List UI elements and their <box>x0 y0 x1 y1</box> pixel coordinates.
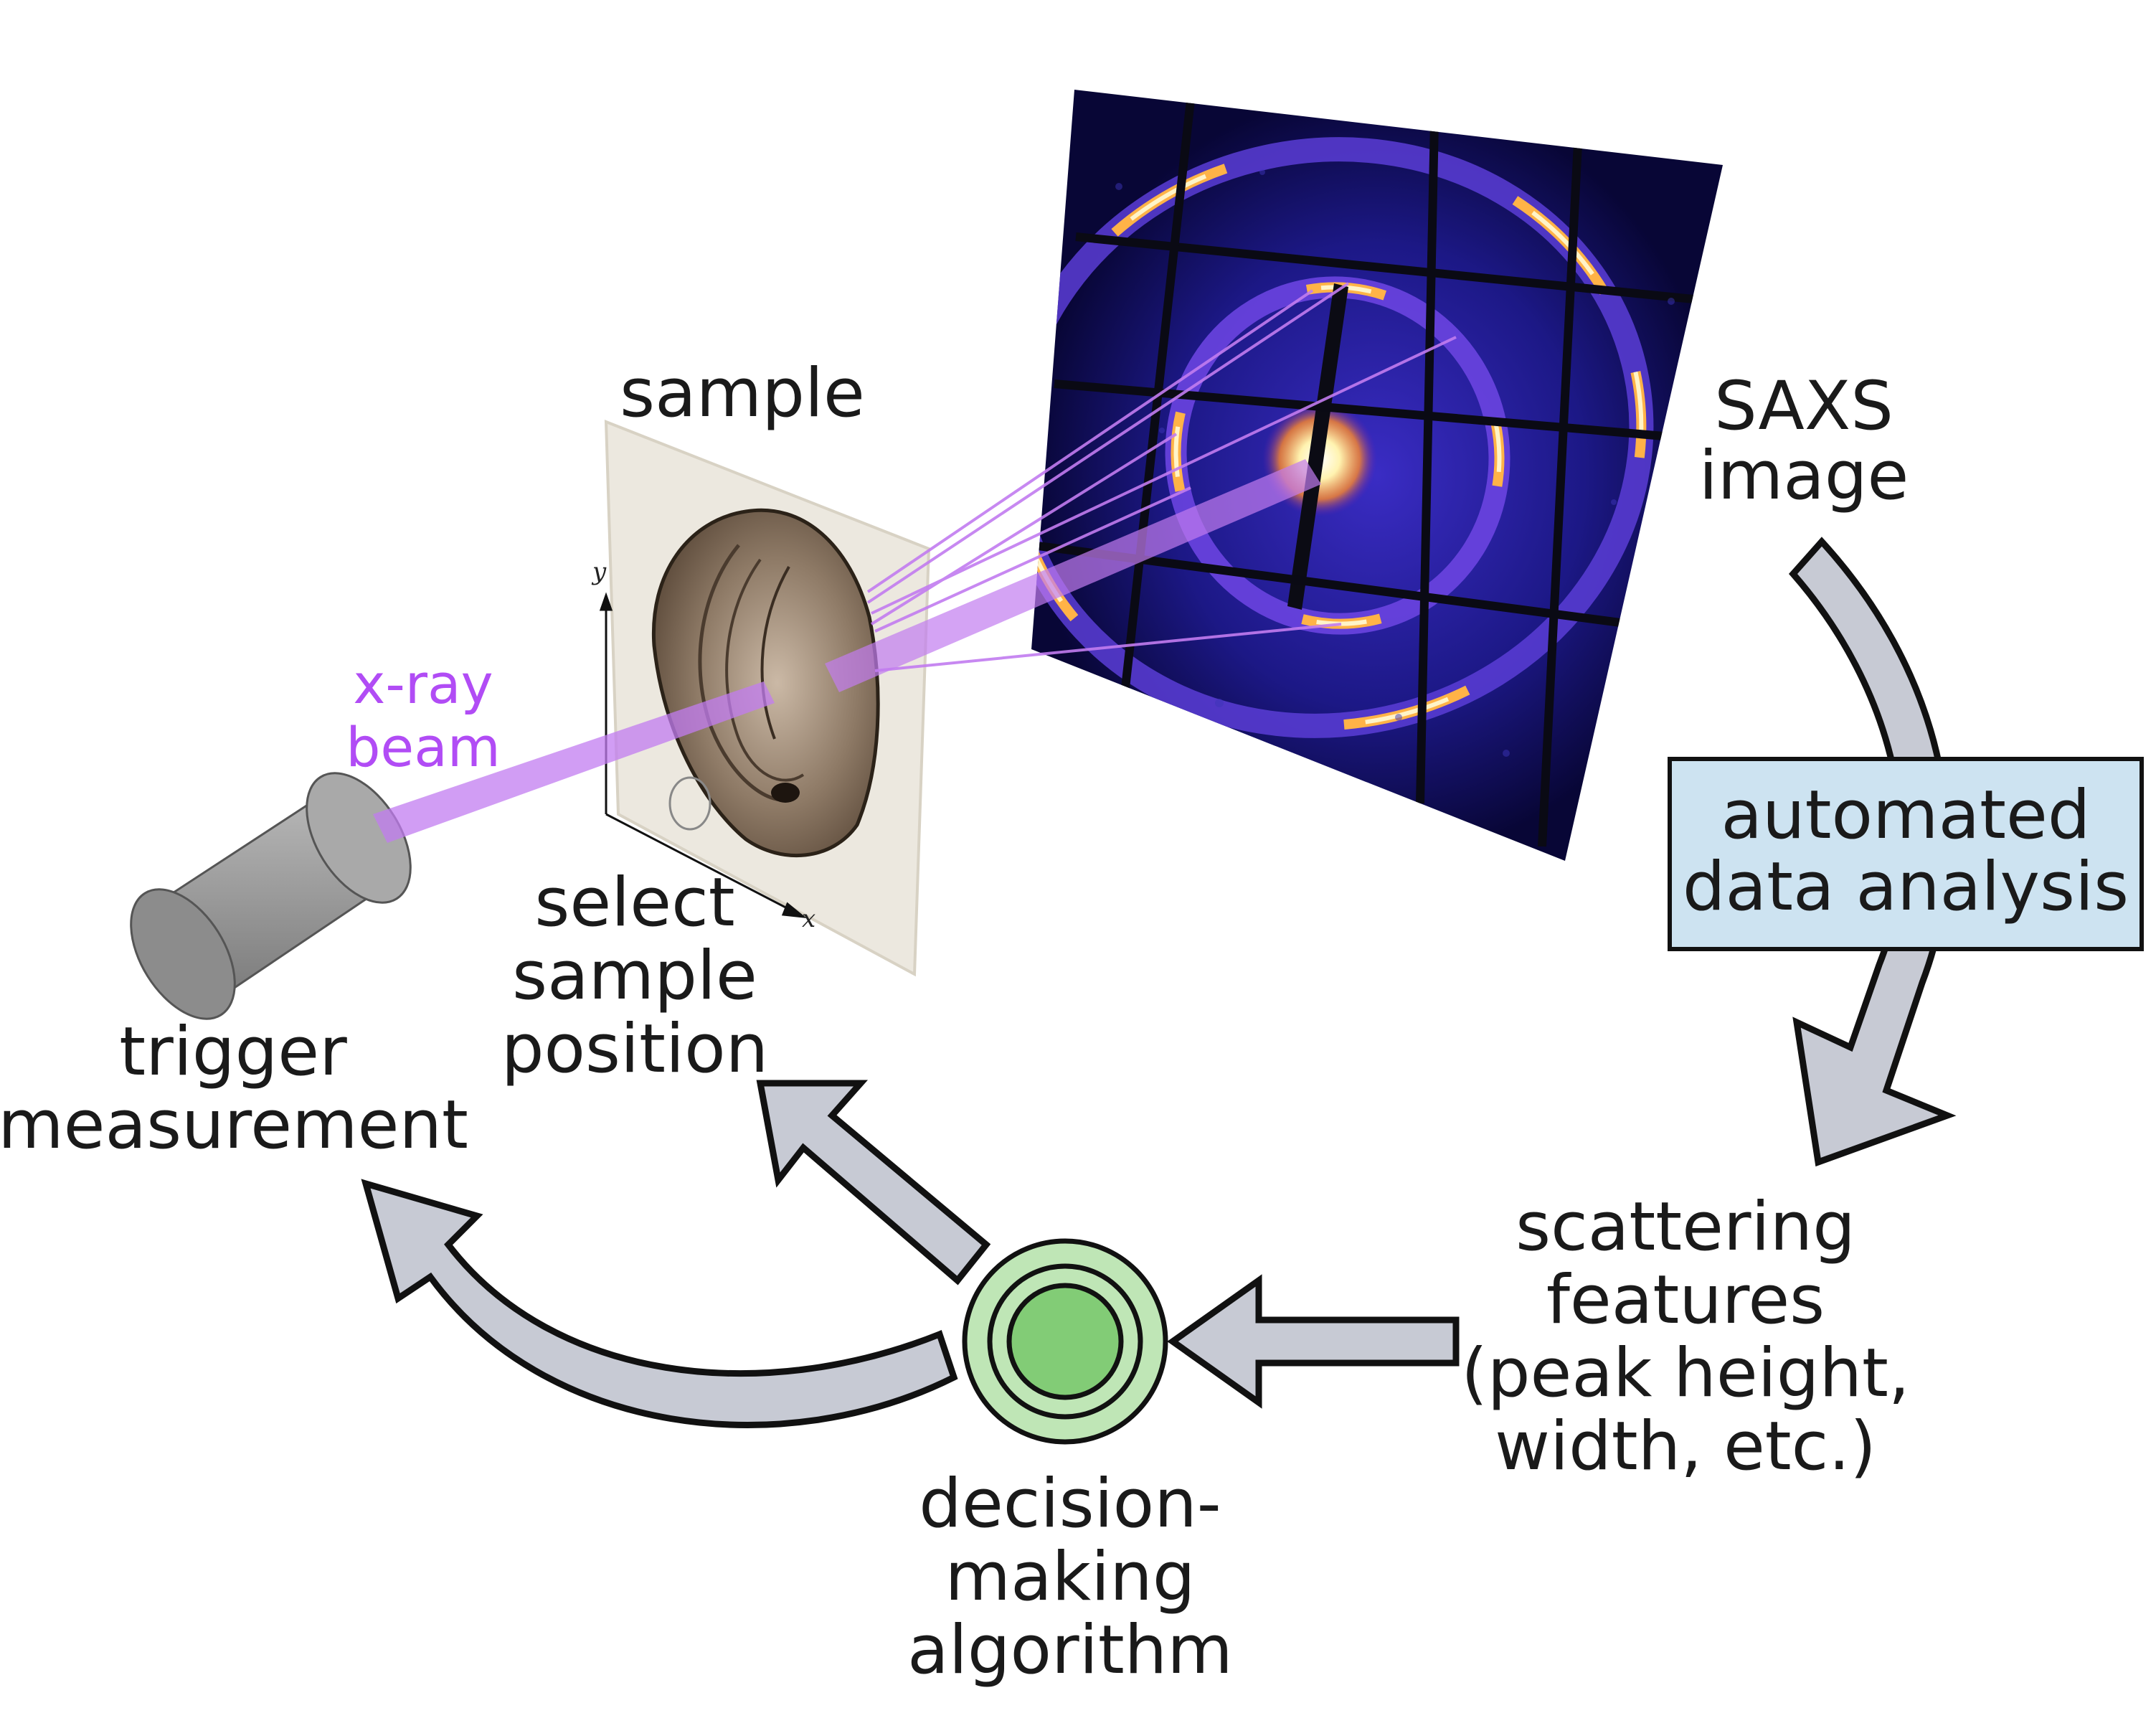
sample-axes <box>599 592 807 919</box>
detector-module-gaps <box>1032 100 1723 847</box>
trigger-label-line2: measurement <box>0 1086 468 1164</box>
trigger-label-line1: trigger <box>119 1013 347 1091</box>
axis-y-label: y <box>591 557 607 586</box>
xray-source <box>130 772 412 1020</box>
features-label-line1: scattering <box>1516 1188 1855 1266</box>
arrow-saxs-to-features <box>1789 537 1957 1167</box>
select-label-line2: sample <box>512 937 757 1015</box>
arrow-decision-to-select <box>756 1080 991 1286</box>
analysis-label-line1: automated <box>1721 776 2090 854</box>
saxs-label-line1: SAXS <box>1714 367 1893 445</box>
beamstop <box>1287 283 1348 610</box>
sample-blank-spot <box>668 776 711 831</box>
features-label-line2: features <box>1546 1261 1825 1339</box>
analysis-label-line2: data analysis <box>1683 848 2129 926</box>
decision-node <box>962 1238 1168 1445</box>
xray-beam <box>373 459 1321 843</box>
decision-label-line1: decision- <box>919 1465 1221 1543</box>
axis-x-label: x <box>802 905 815 933</box>
arrow-features-to-decision <box>1167 1274 1460 1409</box>
features-label-line3: (peak height, <box>1461 1334 1910 1412</box>
select-label-line3: position <box>501 1010 768 1088</box>
select-label-line1: select <box>534 864 734 942</box>
decision-label-line3: algorithm <box>907 1611 1233 1689</box>
beam-label-line2: beam <box>346 715 501 779</box>
automated-analysis-box: automated data analysis <box>1668 757 2144 951</box>
beam-label-line1: x-ray <box>353 652 493 716</box>
scattered-rays <box>866 282 1457 672</box>
arrow-decision-to-trigger <box>361 1179 958 1428</box>
features-label-line4: width, etc.) <box>1495 1407 1876 1486</box>
sample-label: sample <box>620 354 865 433</box>
source-face <box>130 888 236 1020</box>
saxs-label-line2: image <box>1699 437 1909 515</box>
detector-noise <box>1115 169 1675 757</box>
decision-label-line2: making <box>945 1538 1196 1616</box>
saxs-detector-image <box>1031 90 1723 861</box>
workflow-arrows <box>361 537 1957 1428</box>
